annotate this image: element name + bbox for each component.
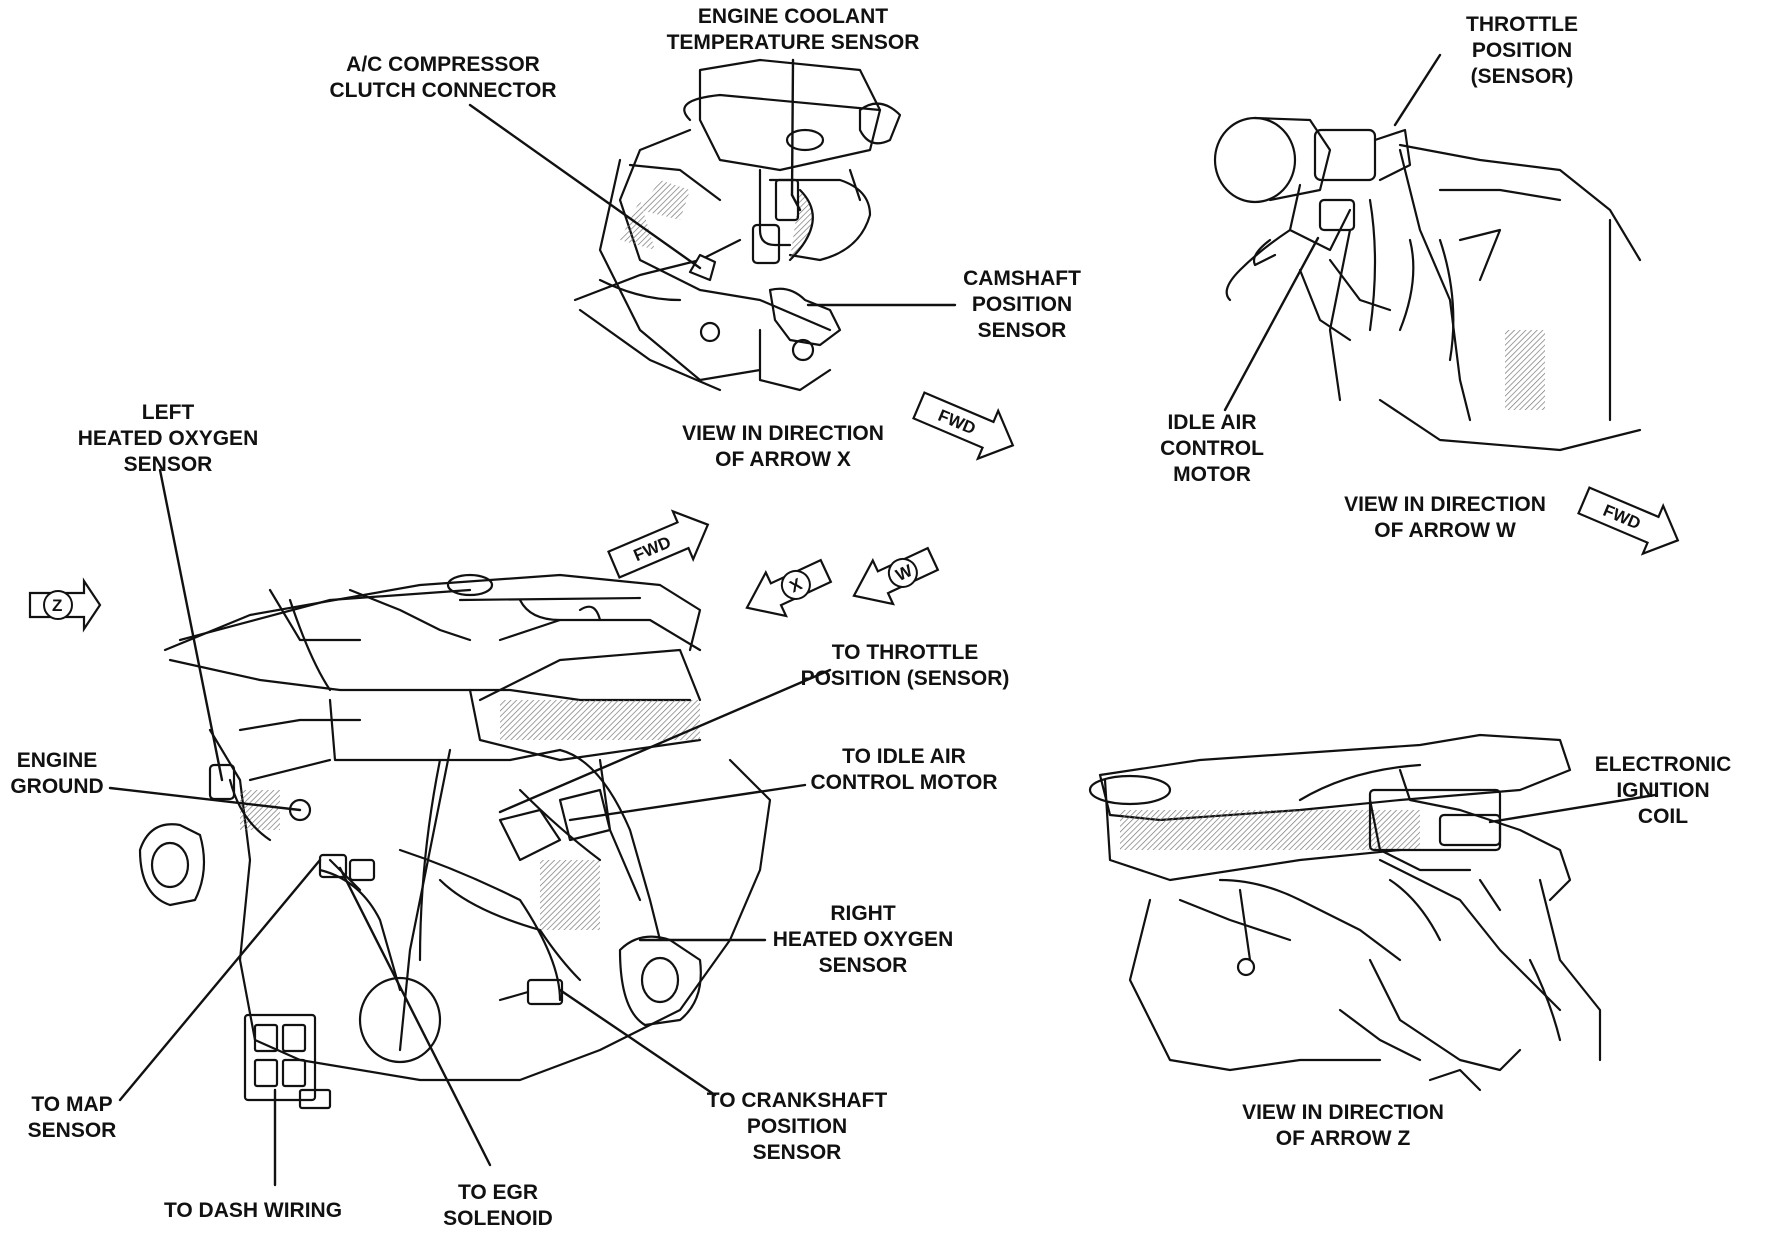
- ac-compressor-clutch-connector-label: A/C COMPRESSOR CLUTCH CONNECTOR: [329, 53, 557, 102]
- fwd-arrow-main: FWD: [604, 501, 718, 589]
- camshaft-position-sensor-label: CAMSHAFT POSITION SENSOR: [963, 267, 1081, 342]
- to-idle-air-control-motor-label: TO IDLE AIR CONTROL MOTOR: [810, 745, 998, 794]
- right-heated-oxygen-sensor-label: RIGHT HEATED OXYGEN SENSOR: [772, 902, 954, 977]
- left-heated-oxygen-sensor-label: LEFT HEATED OXYGEN SENSOR: [77, 401, 259, 476]
- to-egr-solenoid-label: TO EGR SOLENOID: [443, 1181, 553, 1230]
- main-engine-illustration: [140, 575, 770, 1108]
- to-map-sensor-label: TO MAP SENSOR: [27, 1093, 117, 1142]
- engine-coolant-temp-sensor-label: ENGINE COOLANT TEMPERATURE SENSOR: [666, 5, 920, 54]
- view-z-illustration: [1090, 735, 1600, 1090]
- electronic-ignition-coil-label: ELECTRONIC IGNITION COIL: [1594, 753, 1732, 828]
- view-arrow-z: Z: [30, 581, 100, 629]
- view-z-caption: VIEW IN DIRECTION OF ARROW Z: [1242, 1101, 1444, 1150]
- leader-lines: [110, 55, 1655, 1185]
- engine-ground-label: ENGINE GROUND: [10, 749, 104, 798]
- view-x-caption: VIEW IN DIRECTION OF ARROW X: [682, 422, 884, 471]
- fwd-arrow-w: FWD: [1574, 477, 1688, 565]
- view-arrow-x: X: [737, 549, 836, 629]
- to-dash-wiring-label: TO DASH WIRING: [163, 1199, 343, 1222]
- z-label: Z: [52, 596, 62, 615]
- view-w-illustration: [1215, 118, 1640, 450]
- to-crankshaft-position-sensor-label: TO CRANKSHAFT POSITION SENSOR: [706, 1089, 888, 1164]
- fwd-arrow-x: FWD: [909, 382, 1023, 470]
- to-throttle-position-label: TO THROTTLE POSITION (SENSOR): [800, 641, 1010, 690]
- throttle-position-sensor-label: THROTTLE POSITION (SENSOR): [1466, 13, 1578, 88]
- view-x-illustration: [575, 60, 900, 390]
- idle-air-control-motor-label: IDLE AIR CONTROL MOTOR: [1160, 411, 1264, 486]
- view-arrow-w: W: [844, 537, 943, 617]
- view-w-caption: VIEW IN DIRECTION OF ARROW W: [1344, 493, 1546, 542]
